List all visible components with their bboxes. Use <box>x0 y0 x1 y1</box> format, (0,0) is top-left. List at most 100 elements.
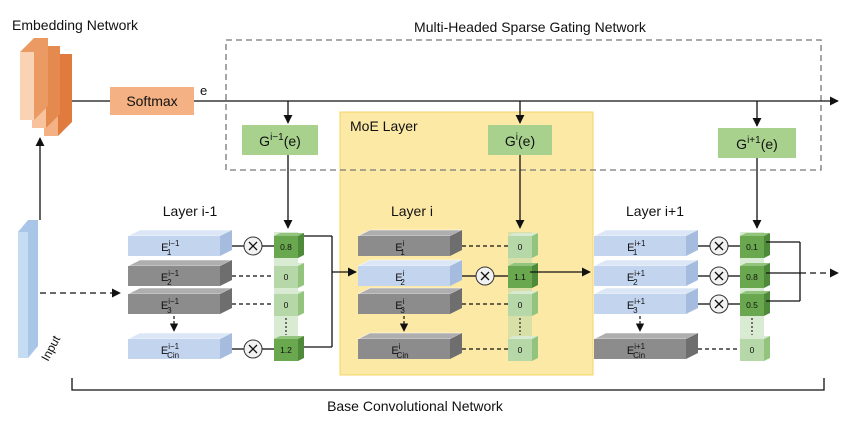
expert-front <box>358 339 450 359</box>
layer-title: Layer i <box>391 203 433 219</box>
weight-cell-front <box>274 294 298 316</box>
expert-top <box>127 259 233 267</box>
expert-side <box>686 260 698 286</box>
gate-left: Gi−1(e) <box>242 125 318 155</box>
expert-side <box>450 288 462 314</box>
gate-right-arg: (e) <box>761 136 778 152</box>
weight-cell-side <box>298 263 304 288</box>
layer-title: Layer i+1 <box>626 203 684 219</box>
expert-side <box>450 260 462 286</box>
expert-side <box>220 230 232 256</box>
weight-cell: 0.1 <box>740 233 770 258</box>
weight-value: 1.2 <box>280 345 292 355</box>
expert-front <box>594 236 686 256</box>
multiply-glyph <box>248 241 258 251</box>
expert-top <box>127 229 233 237</box>
multiply-glyph <box>480 271 490 281</box>
weight-cell-top <box>508 291 538 294</box>
weight-cell-front <box>274 339 298 361</box>
expert-top <box>593 259 699 267</box>
weight-cell-side <box>764 336 770 361</box>
gate-middle-sup: i <box>516 132 518 143</box>
expert-top <box>593 229 699 237</box>
expert-side <box>450 333 462 359</box>
weight-value: 0.5 <box>746 300 758 310</box>
weight-value: 1.1 <box>514 272 526 282</box>
expert-side <box>686 230 698 256</box>
base-network-title: Base Convolutional Network <box>327 398 504 414</box>
weight-cell-top <box>740 336 770 339</box>
weight-cell-side <box>532 233 538 258</box>
weight-cell-front <box>740 266 764 288</box>
weight-cell-front <box>740 236 764 258</box>
weight-cell: 1.2 <box>274 336 304 361</box>
gate-left-base: G <box>259 133 270 149</box>
weight-cell: 0.8 <box>740 263 770 288</box>
expert-top <box>593 287 699 295</box>
multiply-glyph <box>248 344 258 354</box>
svg-text:Gi+1(e): Gi+1(e) <box>736 135 778 152</box>
weight-cell-side <box>764 263 770 288</box>
expert-top <box>593 332 699 340</box>
weight-cell-side <box>764 291 770 316</box>
expert-front <box>594 294 686 314</box>
gate-left-arg: (e) <box>284 133 301 149</box>
weight-cell: 0.5 <box>740 291 770 316</box>
input-block <box>18 220 38 358</box>
weight-value: 0 <box>518 345 523 355</box>
weight-value: 0.1 <box>746 242 758 252</box>
weight-cell-top <box>508 263 538 266</box>
weight-cell-front <box>740 339 764 361</box>
weight-cell: 0 <box>508 233 538 258</box>
multiply-glyph <box>714 299 724 309</box>
weight-cell-front <box>508 236 532 258</box>
weight-cell-side <box>532 336 538 361</box>
weight-cell: 0 <box>274 263 304 288</box>
weight-value: 0 <box>750 345 755 355</box>
weight-cell-top <box>274 233 304 236</box>
expert-front <box>128 236 220 256</box>
weight-cell-front <box>740 294 764 316</box>
gate-right-base: G <box>736 136 747 152</box>
gating-network-title: Multi-Headed Sparse Gating Network <box>414 19 647 35</box>
expert-front <box>128 266 220 286</box>
weight-cell-front <box>274 236 298 258</box>
embedding-network-title: Embedding Network <box>12 17 139 33</box>
gate-left-sup: i−1 <box>270 132 284 143</box>
base-network-bracket <box>71 378 825 391</box>
expert-side <box>220 333 232 359</box>
multiply-glyph <box>714 271 724 281</box>
weight-cell-top <box>740 291 770 294</box>
weight-cell-top <box>508 336 538 339</box>
svg-text:Gi(e): Gi(e) <box>505 132 535 149</box>
weight-cell-front <box>508 266 532 288</box>
expert-side <box>450 230 462 256</box>
expert-top <box>357 287 463 295</box>
weight-cell-top <box>274 336 304 339</box>
weight-value: 0 <box>284 300 289 310</box>
expert-top <box>357 332 463 340</box>
expert-side <box>220 288 232 314</box>
expert-top <box>357 259 463 267</box>
